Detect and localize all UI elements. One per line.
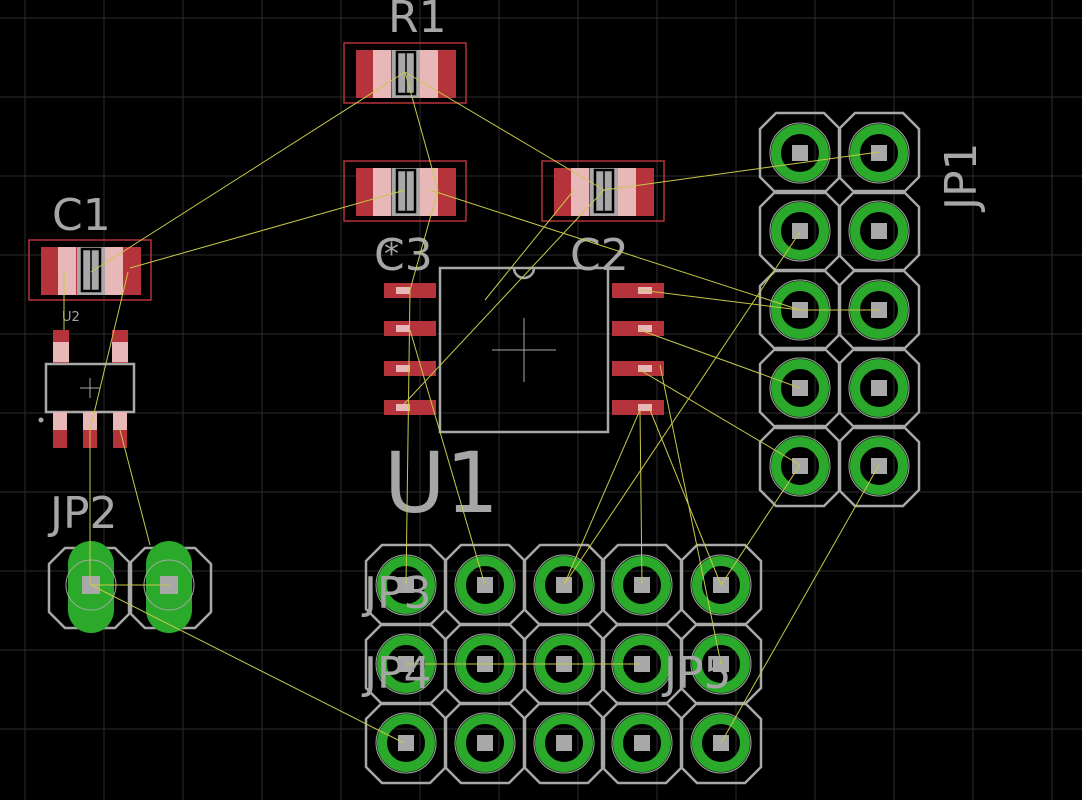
component-c1[interactable] xyxy=(28,239,152,301)
component-u1[interactable] xyxy=(384,266,664,434)
c3-label: C3 xyxy=(374,230,433,281)
jp4-label: JP4 xyxy=(361,648,432,699)
jp1-label: JP1 xyxy=(936,142,987,213)
header-grid-jp3-jp4-jp5[interactable] xyxy=(364,543,763,785)
jp1-pin-1[interactable] xyxy=(758,111,842,195)
header-jp2[interactable] xyxy=(47,541,213,633)
jp1-pin-10[interactable] xyxy=(837,424,921,508)
jp1-pin-4[interactable] xyxy=(837,189,921,273)
component-u2[interactable] xyxy=(38,330,136,448)
grid-pin-r3-c1[interactable] xyxy=(364,701,448,785)
u1-pads-right xyxy=(612,283,664,415)
component-c3[interactable] xyxy=(343,160,467,222)
jp1-pin-2[interactable] xyxy=(837,111,921,195)
grid-pin-r3-c3[interactable] xyxy=(522,701,606,785)
jp1-pin-3[interactable] xyxy=(758,189,842,273)
jp2-label: JP2 xyxy=(47,488,118,539)
u1-label: U1 xyxy=(384,434,499,532)
component-c2[interactable] xyxy=(541,160,665,222)
grid-pin-r2-c5[interactable] xyxy=(679,622,763,706)
grid-pin-r3-c4[interactable] xyxy=(600,701,684,785)
c1-label: C1 xyxy=(52,190,111,241)
r1-label: R1 xyxy=(388,0,447,43)
c2-label: C2 xyxy=(570,230,629,281)
pin1-marker: * xyxy=(384,237,399,272)
grid-pin-r3-c5[interactable] xyxy=(679,701,763,785)
grid-pin-r3-c2[interactable] xyxy=(443,701,527,785)
jp1-pin-7[interactable] xyxy=(758,346,842,430)
jp1-pin-9[interactable] xyxy=(758,424,842,508)
jp5-label: JP5 xyxy=(661,648,732,699)
jp1-pin-8[interactable] xyxy=(837,346,921,430)
u2-label: U2 xyxy=(62,310,80,325)
ratsnest-airwires xyxy=(63,71,880,744)
jp3-label: JP3 xyxy=(361,568,432,619)
